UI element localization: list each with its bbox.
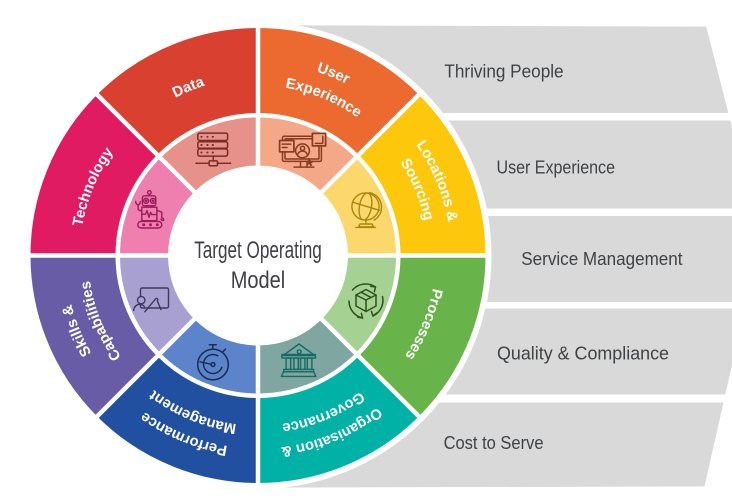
svg-text:Quality & Compliance: Quality & Compliance [497,343,669,364]
svg-text:User Experience: User Experience [497,157,616,178]
svg-text:Model: Model [231,267,286,294]
svg-text:Cost to Serve: Cost to Serve [444,432,544,453]
svg-text:Thriving People: Thriving People [444,61,563,82]
svg-text:Target Operating: Target Operating [194,237,322,264]
svg-text:Service Management: Service Management [521,248,682,269]
